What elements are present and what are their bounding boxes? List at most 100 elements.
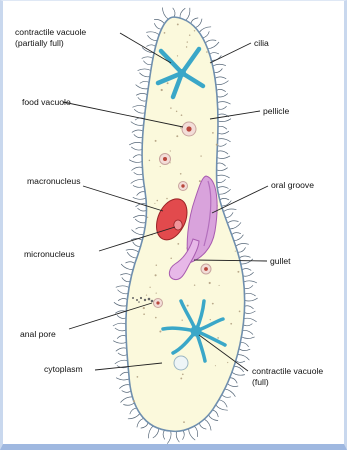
- cilium: [163, 430, 165, 439]
- cilium: [141, 423, 148, 429]
- cytoplasm-granule: [143, 307, 145, 309]
- label-contractile-vacuole-partial-note: (partially full): [15, 38, 64, 48]
- cytoplasm-granule: [155, 140, 157, 142]
- cilium: [218, 189, 230, 194]
- cilium: [149, 426, 154, 438]
- cilium: [130, 408, 137, 414]
- cilium: [136, 85, 149, 89]
- food-vacuole: [154, 299, 163, 308]
- cilium: [243, 272, 254, 276]
- cilium: [122, 391, 131, 393]
- cytoplasm-granule: [215, 365, 216, 366]
- cytoplasm-granule: [194, 30, 195, 31]
- cytoplasm-granule: [143, 313, 145, 315]
- cilium: [217, 179, 226, 182]
- cytoplasm-granule: [189, 34, 190, 35]
- cilium: [176, 431, 179, 442]
- cilium: [216, 81, 229, 85]
- cilium: [133, 197, 146, 199]
- label-oral-groove: oral groove: [271, 180, 314, 190]
- cytoplasm-granule: [180, 127, 181, 128]
- cilium: [146, 32, 159, 35]
- cilium: [209, 415, 219, 421]
- cytoplasm-granule: [219, 285, 220, 286]
- cilium: [180, 8, 185, 18]
- cilium: [217, 168, 228, 171]
- cilium: [217, 175, 230, 178]
- cilium: [138, 69, 151, 71]
- cilium: [118, 353, 127, 356]
- cilium: [137, 192, 146, 196]
- cilium: [115, 328, 126, 331]
- cilium: [203, 31, 210, 37]
- cilium: [242, 269, 251, 271]
- cilium: [240, 343, 248, 347]
- cilium: [129, 142, 142, 145]
- cytoplasm-granule: [160, 166, 161, 167]
- cilium: [195, 19, 202, 28]
- cilium: [131, 122, 144, 126]
- cilium: [134, 109, 145, 113]
- cytoplasm-granule: [149, 287, 150, 288]
- cilium: [223, 209, 236, 212]
- cilium: [236, 361, 245, 363]
- cytoplasm-granule: [167, 82, 169, 84]
- cilium: [245, 306, 254, 309]
- cytoplasm-granule: [155, 274, 157, 276]
- cilium: [127, 252, 137, 258]
- cilium: [133, 155, 142, 158]
- cilium: [238, 355, 250, 361]
- cilium: [217, 163, 226, 166]
- cilium: [154, 23, 161, 29]
- cytoplasm-granule: [182, 320, 183, 321]
- cytoplasm-granule: [161, 89, 163, 91]
- cilium: [126, 262, 135, 264]
- cilium: [218, 139, 231, 142]
- cytoplasm-granule: [157, 200, 159, 202]
- cilium: [227, 383, 238, 386]
- cilium: [245, 298, 258, 301]
- cilium: [218, 106, 227, 109]
- cilium: [214, 69, 222, 73]
- cilium: [118, 290, 129, 294]
- cytoplasm-granule: [209, 282, 211, 284]
- food-vacuole: [179, 182, 188, 191]
- cytoplasm-granule: [180, 377, 182, 379]
- label-pellicle: pellicle: [263, 106, 289, 116]
- cilium: [126, 249, 139, 252]
- cilium: [138, 208, 147, 211]
- cytoplasm-granule: [237, 271, 239, 273]
- cilium: [212, 410, 218, 417]
- cilium: [217, 94, 228, 97]
- cilium: [129, 160, 142, 163]
- micronucleus: [174, 220, 182, 230]
- cilium: [208, 42, 219, 49]
- cytoplasm-granule: [182, 373, 184, 375]
- cytoplasm-granule: [164, 32, 166, 34]
- cilium: [232, 233, 241, 235]
- cilium: [117, 336, 126, 339]
- label-contractile-vacuole-partial: contractile vacuole: [15, 27, 86, 37]
- cytoplasm-granule: [194, 284, 195, 285]
- cilium: [142, 57, 153, 59]
- label-cilia: cilia: [254, 38, 269, 48]
- cilium: [137, 418, 144, 427]
- cytoplasm-granule: [170, 150, 171, 151]
- cytoplasm-granule: [212, 132, 214, 134]
- cilium: [131, 147, 142, 150]
- cilium: [239, 349, 250, 351]
- cilium: [216, 405, 228, 410]
- cilium: [131, 180, 144, 184]
- cilium: [241, 337, 254, 339]
- cilium: [217, 187, 228, 189]
- cytoplasm-granule: [230, 323, 232, 325]
- cytoplasm-granule: [212, 303, 214, 305]
- cilium: [167, 431, 171, 444]
- cilium: [222, 201, 232, 206]
- cilium: [230, 378, 238, 384]
- cilium: [225, 389, 236, 397]
- label-food-vacuole: food vacuole: [22, 97, 71, 107]
- cytoplasm-granule: [156, 264, 157, 265]
- cytoplasm-granule: [133, 400, 135, 402]
